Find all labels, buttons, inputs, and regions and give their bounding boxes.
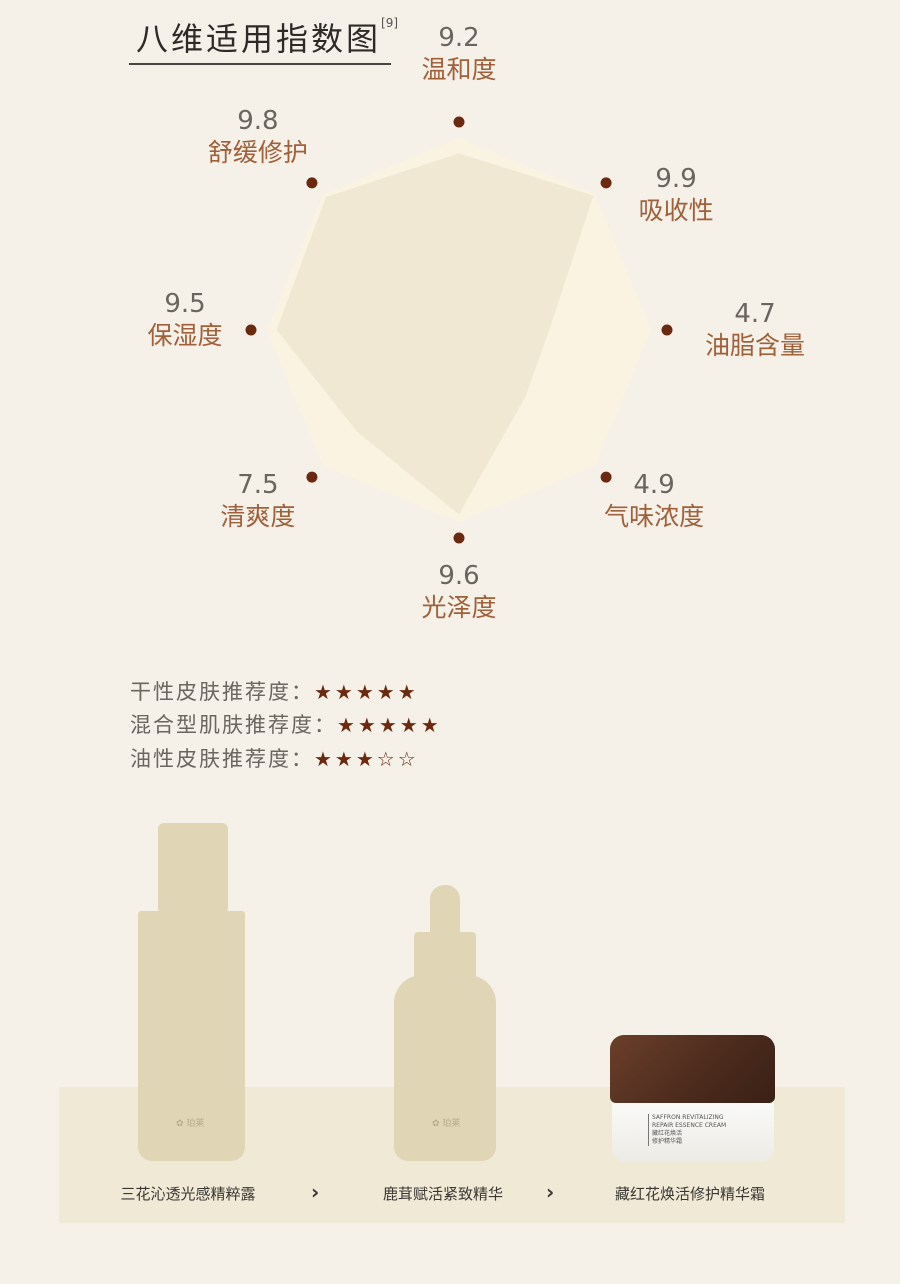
- radar-value-label: 9.9: [655, 163, 697, 194]
- recommend-oily-skin: 油性皮肤推荐度：★★★☆☆: [130, 743, 419, 773]
- radar-axis-dot: [661, 324, 673, 336]
- radar-axis-dot: [600, 471, 612, 483]
- product-name[interactable]: 三花沁透光感精粹露: [120, 1185, 256, 1203]
- radar-value-label: 9.2: [438, 23, 480, 53]
- arrow-right-icon: ›: [546, 1180, 555, 1204]
- radar-category-label: 气味浓度: [604, 502, 705, 532]
- radar-category-label: 温和度: [421, 55, 497, 84]
- arrow-right-icon: ›: [311, 1180, 320, 1204]
- product-name[interactable]: 鹿茸赋活紧致精华: [382, 1185, 504, 1203]
- radar-axis-dot: [453, 116, 465, 128]
- star-rating: ★★★☆☆: [314, 747, 419, 771]
- radar-axis-dot: [306, 177, 318, 189]
- recommend-dry-skin: 干性皮肤推荐度：★★★★★: [130, 676, 419, 706]
- jar-text: REPAIR ESSENCE CREAM: [652, 1122, 727, 1129]
- product-name[interactable]: 藏红花焕活修护精华霜: [614, 1185, 766, 1203]
- jar-text: SAFFRON REVITALIZING: [652, 1114, 724, 1121]
- radar-category-label: 保湿度: [147, 321, 223, 350]
- radar-axis-dot: [600, 177, 612, 189]
- radar-category-label: 油脂含量: [704, 331, 805, 360]
- title-text: 八维适用指数图: [136, 20, 382, 58]
- recommend-combination-skin: 混合型肌肤推荐度：★★★★★: [130, 709, 442, 739]
- title-underline: [129, 63, 391, 65]
- reference-mark[interactable]: [9]: [381, 16, 399, 30]
- radar-category-label: 舒缓修护: [207, 137, 308, 167]
- radar-chart: [245, 116, 673, 544]
- radar-data-area: [276, 153, 594, 515]
- radar-axis-dot: [306, 471, 318, 483]
- jar-label: SAFFRON REVITALIZING REPAIR ESSENCE CREA…: [648, 1114, 726, 1146]
- radar-category-label: 光泽度: [421, 593, 497, 622]
- radar-axis-dot: [453, 532, 465, 544]
- radar-axis-dot: [245, 324, 257, 336]
- jar-text: 藏红花焕活: [652, 1130, 683, 1137]
- radar-value-label: 9.5: [164, 289, 206, 319]
- radar-category-label: 吸收性: [638, 195, 714, 225]
- radar-value-label: 7.5: [237, 470, 279, 501]
- radar-value-label: 9.6: [438, 561, 480, 591]
- star-rating: ★★★★★: [337, 713, 442, 737]
- radar-value-label: 4.7: [734, 299, 776, 329]
- brand-logo-icon: ✿ 珀莱: [432, 1119, 461, 1129]
- radar-value-label: 4.9: [633, 470, 675, 501]
- star-rating: ★★★★★: [314, 680, 419, 704]
- page-title: 八维适用指数图[9]: [136, 14, 398, 60]
- rec-label: 油性皮肤推荐度：: [130, 747, 314, 771]
- jar-text: 修护精华霜: [652, 1138, 683, 1145]
- radar-value-label: 9.8: [237, 105, 279, 136]
- radar-category-label: 清爽度: [220, 502, 296, 532]
- rec-label: 干性皮肤推荐度：: [130, 680, 314, 704]
- brand-logo-icon: ✿ 珀莱: [176, 1119, 205, 1129]
- rec-label: 混合型肌肤推荐度：: [130, 713, 337, 737]
